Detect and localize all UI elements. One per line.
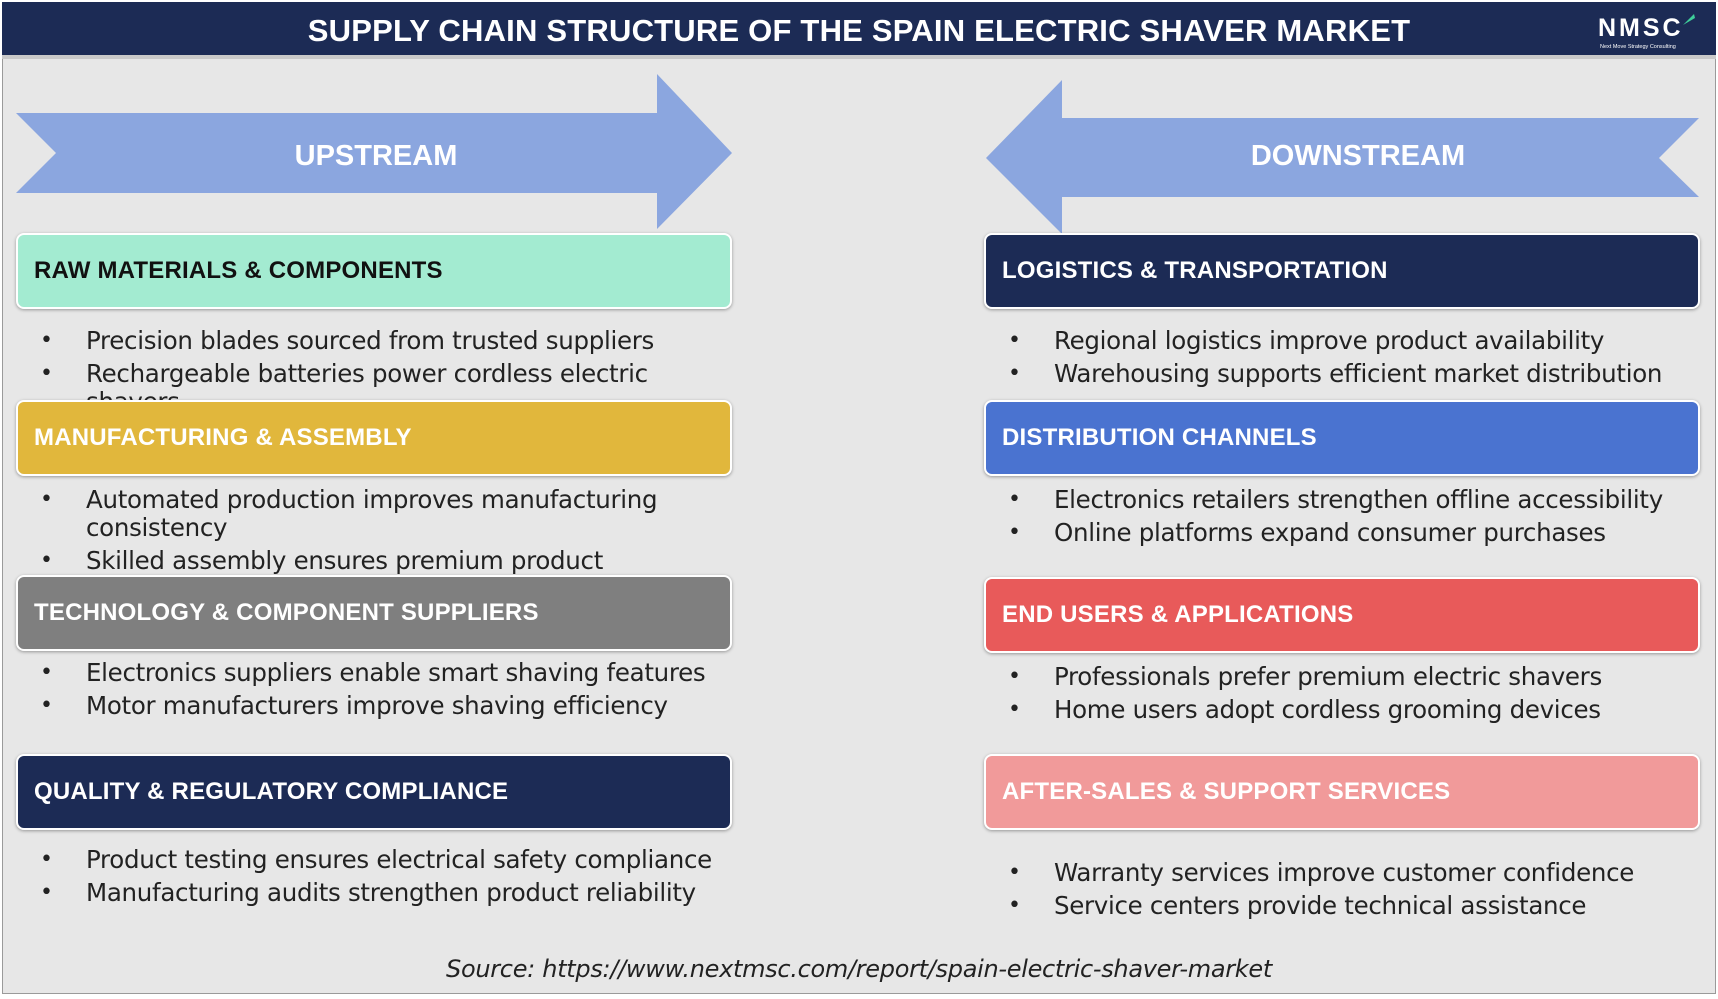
- logistics-bullets: Regional logistics improve product avail…: [988, 327, 1698, 393]
- section-quality-compliance: QUALITY & REGULATORY COMPLIANCE: [16, 754, 732, 830]
- section-end-users: END USERS & APPLICATIONS: [984, 577, 1700, 653]
- technology-bullets: Electronics suppliers enable smart shavi…: [20, 659, 720, 725]
- upstream-arrow: [16, 74, 732, 229]
- section-title: QUALITY & REGULATORY COMPLIANCE: [34, 778, 509, 805]
- nmsc-logo: NMSC Next Move Strategy Consulting: [1598, 12, 1695, 54]
- list-item: Manufacturing audits strengthen product …: [20, 879, 720, 908]
- raw-materials-bullets: Precision blades sourced from trusted su…: [20, 327, 720, 421]
- distribution-bullets: Electronics retailers strengthen offline…: [988, 486, 1698, 552]
- section-title: DISTRIBUTION CHANNELS: [1002, 424, 1317, 451]
- section-title: RAW MATERIALS & COMPONENTS: [34, 257, 443, 284]
- source-citation: Source: https://www.nextmsc.com/report/s…: [446, 955, 1272, 983]
- section-title: MANUFACTURING & ASSEMBLY: [34, 424, 412, 451]
- upstream-label: UPSTREAM: [294, 140, 458, 172]
- section-title: LOGISTICS & TRANSPORTATION: [1002, 257, 1388, 284]
- list-item: Precision blades sourced from trusted su…: [20, 327, 720, 356]
- logo-text: NMSC: [1598, 14, 1684, 42]
- section-title: AFTER-SALES & SUPPORT SERVICES: [1002, 778, 1451, 805]
- quality-bullets: Product testing ensures electrical safet…: [20, 846, 720, 912]
- list-item: Motor manufacturers improve shaving effi…: [20, 692, 720, 721]
- list-item: Rechargeable batteries power cordless el…: [20, 360, 720, 416]
- after-sales-bullets: Warranty services improve customer confi…: [988, 859, 1698, 925]
- manufacturing-bullets: Automated production improves manufactur…: [20, 486, 660, 608]
- end-users-bullets: Professionals prefer premium electric sh…: [988, 663, 1698, 729]
- section-title: TECHNOLOGY & COMPONENT SUPPLIERS: [34, 599, 539, 626]
- header-bar: SUPPLY CHAIN STRUCTURE OF THE SPAIN ELEC…: [2, 2, 1716, 59]
- list-item: Online platforms expand consumer purchas…: [988, 519, 1698, 548]
- downstream-label: DOWNSTREAM: [1250, 140, 1466, 172]
- list-item: Home users adopt cordless grooming devic…: [988, 696, 1698, 725]
- list-item: Electronics suppliers enable smart shavi…: [20, 659, 720, 688]
- section-manufacturing: MANUFACTURING & ASSEMBLY: [16, 400, 732, 476]
- section-logistics: LOGISTICS & TRANSPORTATION: [984, 233, 1700, 309]
- list-item: Warehousing supports efficient market di…: [988, 360, 1698, 389]
- logo-swoosh-icon: [1683, 14, 1695, 25]
- page-title: SUPPLY CHAIN STRUCTURE OF THE SPAIN ELEC…: [307, 13, 1411, 48]
- section-raw-materials: RAW MATERIALS & COMPONENTS: [16, 233, 732, 309]
- logo-tagline: Next Move Strategy Consulting: [1600, 44, 1676, 50]
- list-item: Professionals prefer premium electric sh…: [988, 663, 1698, 692]
- list-item: Automated production improves manufactur…: [20, 486, 660, 542]
- list-item: Electronics retailers strengthen offline…: [988, 486, 1698, 515]
- downstream-arrow: [986, 80, 1699, 234]
- section-after-sales: AFTER-SALES & SUPPORT SERVICES: [984, 754, 1700, 830]
- list-item: Product testing ensures electrical safet…: [20, 846, 720, 875]
- section-technology-suppliers: TECHNOLOGY & COMPONENT SUPPLIERS: [16, 575, 732, 651]
- list-item: Warranty services improve customer confi…: [988, 859, 1698, 888]
- section-distribution-channels: DISTRIBUTION CHANNELS: [984, 400, 1700, 476]
- list-item: Regional logistics improve product avail…: [988, 327, 1698, 356]
- list-item: Service centers provide technical assist…: [988, 892, 1698, 921]
- section-title: END USERS & APPLICATIONS: [1002, 601, 1354, 628]
